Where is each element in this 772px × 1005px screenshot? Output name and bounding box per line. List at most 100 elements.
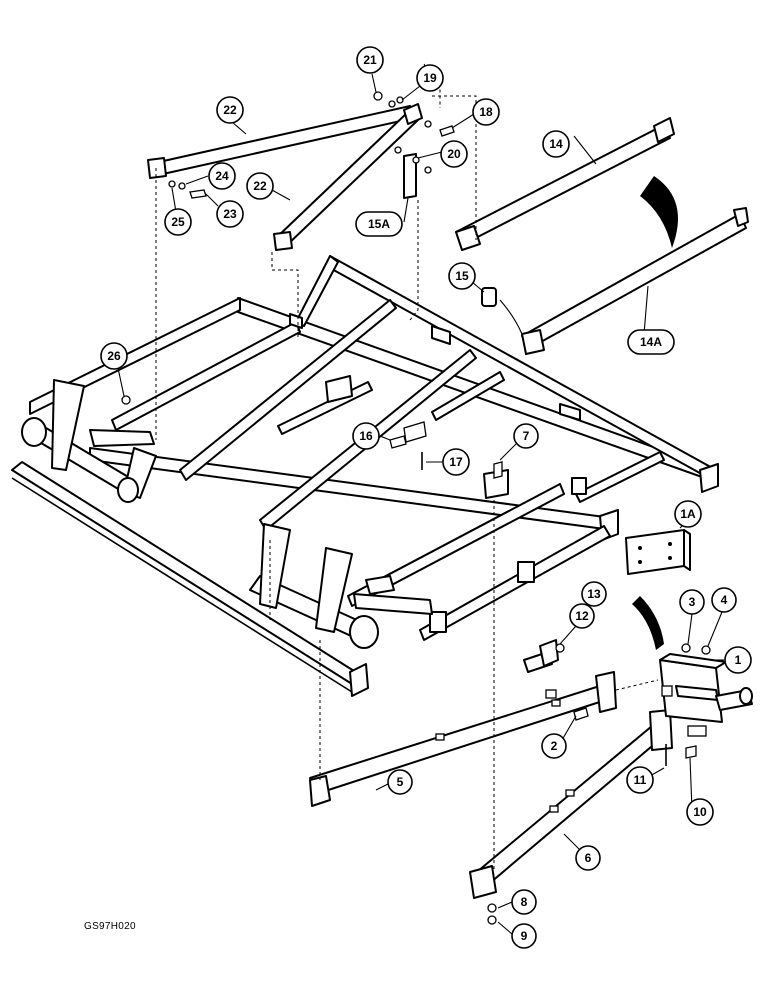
callout-label-15A: 15A <box>368 217 390 231</box>
frame-cross-1 <box>179 299 397 481</box>
leader-19 <box>401 85 421 101</box>
callout-label-7: 7 <box>523 429 530 443</box>
callout-label-1A: 1A <box>680 507 696 521</box>
hitch-arm-5-end <box>309 775 331 807</box>
brace-bar-22-diagonal-end <box>273 231 293 251</box>
brace-bar-22-top <box>149 105 415 177</box>
callout-18: 18 <box>472 98 500 126</box>
callouts: 1 1A 2 3 4 5 6 7 8 9 10 11 12 13 14 14A … <box>100 46 752 949</box>
callout-label-2: 2 <box>551 739 558 753</box>
align-line-9 <box>615 679 659 691</box>
callout-16: 16 <box>352 422 380 450</box>
brace-bar-14A-end-bottom <box>521 329 545 355</box>
callout-label-18: 18 <box>479 105 493 119</box>
plate-hole-2 <box>668 542 672 546</box>
callout-label-11: 11 <box>634 773 647 787</box>
callout-label-19: 19 <box>423 71 437 85</box>
callout-1A: 1A <box>674 500 702 528</box>
callout-5: 5 <box>387 769 413 795</box>
callout-label-5: 5 <box>397 775 404 789</box>
leader-15A <box>403 197 409 223</box>
callout-label-8: 8 <box>521 895 528 909</box>
callout-label-24: 24 <box>215 169 229 183</box>
hitch-arm-5-plate <box>595 671 617 713</box>
hitch-arm-6-plate <box>649 709 673 751</box>
hitch-arm-5-tab-3 <box>545 689 557 699</box>
callout-label-4: 4 <box>721 593 728 607</box>
left-link <box>89 429 155 447</box>
callout-6: 6 <box>575 845 601 871</box>
left-axle-hub-2 <box>117 477 139 503</box>
callout-label-21: 21 <box>363 53 377 67</box>
frame-cross-7 <box>111 321 301 431</box>
center-axle-hub <box>349 615 379 649</box>
callout-14: 14 <box>542 130 570 158</box>
hitch-clevis-eye <box>739 687 753 705</box>
callout-26: 26 <box>100 342 128 370</box>
hitch-plate-1A-side <box>683 529 691 571</box>
brace-bar-14A-end-top <box>733 207 749 227</box>
washer-19b <box>396 96 404 104</box>
hitch-arm-5-tab-1 <box>435 733 445 741</box>
callout-label-14A: 14A <box>640 335 662 349</box>
hitch-arm-5-tab-2 <box>551 699 561 707</box>
leader-21 <box>371 73 377 93</box>
alignment-lines <box>155 63 659 870</box>
callout-label-22b: 22 <box>253 179 267 193</box>
leader-9 <box>497 921 513 935</box>
frame-box-2 <box>517 561 535 583</box>
bushing-15 <box>481 287 497 307</box>
callout-label-10: 10 <box>693 805 707 819</box>
leader-22b <box>271 189 291 201</box>
drawing-code: GS97H020 <box>84 921 136 932</box>
align-line-5 <box>423 63 441 108</box>
callout-label-13: 13 <box>587 587 601 601</box>
brace-bar-14-end-top <box>653 117 675 143</box>
washer-19c <box>424 120 432 128</box>
frame-front-rail-edge <box>11 477 353 693</box>
center-axle-assembly <box>249 523 433 649</box>
frame-cross-5 <box>419 525 611 641</box>
hitch-arm-6-end <box>469 865 497 899</box>
callout-11: 11 <box>626 766 654 794</box>
frame-box-1 <box>429 611 447 633</box>
top-brace-parts <box>147 103 749 355</box>
bracket-15A <box>403 153 417 199</box>
callout-15A: 15A <box>355 211 403 237</box>
stud-7 <box>493 461 503 479</box>
leader-7 <box>499 443 517 461</box>
bolt-10 <box>685 745 697 759</box>
washer-20b <box>412 156 420 164</box>
leader-5 <box>375 783 389 791</box>
callout-label-16: 16 <box>359 429 373 443</box>
callout-10: 10 <box>686 798 714 826</box>
nut-21 <box>373 91 383 101</box>
leader-14 <box>573 135 597 165</box>
callout-19: 19 <box>416 64 444 92</box>
bolt-23 <box>189 189 207 199</box>
leader-26 <box>117 367 125 397</box>
frame-bracket-3 <box>325 375 353 403</box>
leader-25 <box>171 187 177 213</box>
callout-7: 7 <box>513 423 539 449</box>
align-line-6 <box>432 95 477 240</box>
left-wheel-arm <box>51 379 85 471</box>
leader-4 <box>707 611 723 647</box>
bolt-18 <box>439 125 455 137</box>
align-line-2 <box>271 252 299 340</box>
hitch-arm-6 <box>471 725 665 889</box>
callout-22a: 22 <box>216 96 244 124</box>
leader-2 <box>561 715 577 741</box>
bolt-16 <box>389 435 407 449</box>
leader-15 <box>471 281 485 293</box>
center-link <box>353 593 433 615</box>
brace-arrow <box>640 176 678 248</box>
callout-14A: 14A <box>627 329 675 355</box>
callout-22b: 22 <box>246 172 274 200</box>
callout-25: 25 <box>164 208 192 236</box>
hitch-plate-1A <box>625 529 685 575</box>
washer-8 <box>487 903 497 913</box>
callout-3: 3 <box>679 589 705 615</box>
callout-label-25: 25 <box>171 215 185 229</box>
callout-label-14: 14 <box>549 137 563 151</box>
